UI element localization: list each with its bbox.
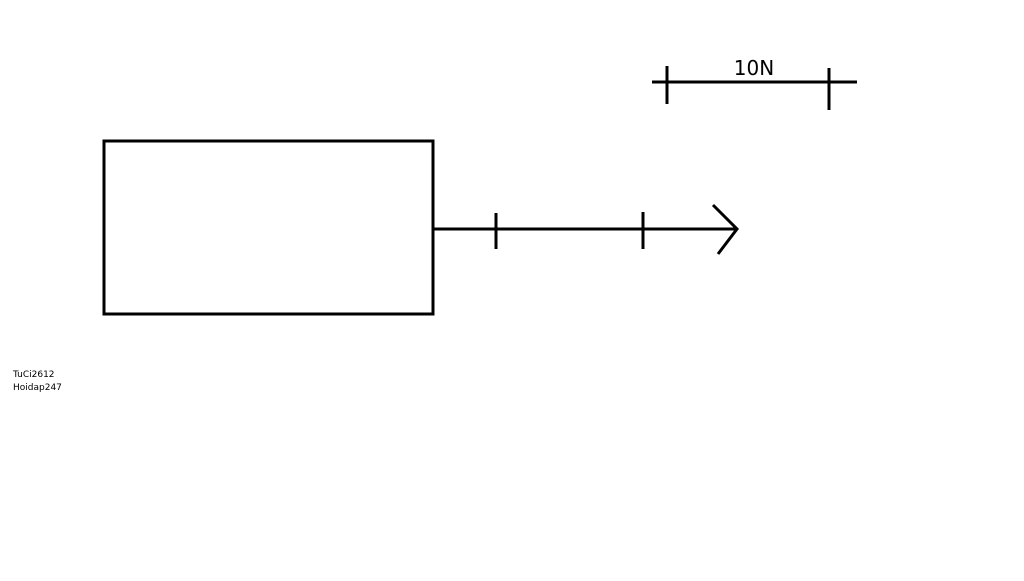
object-box [102,139,435,316]
watermark-line-1: TuCi2612 [13,370,55,380]
force-arrowhead [711,203,739,255]
force-scale: 10N [652,56,857,110]
watermark: TuCi2612 Hoidap247 [13,369,62,395]
scale-label: 10N [734,56,774,80]
force-vector [433,203,739,255]
watermark-line-2: Hoidap247 [13,383,62,393]
